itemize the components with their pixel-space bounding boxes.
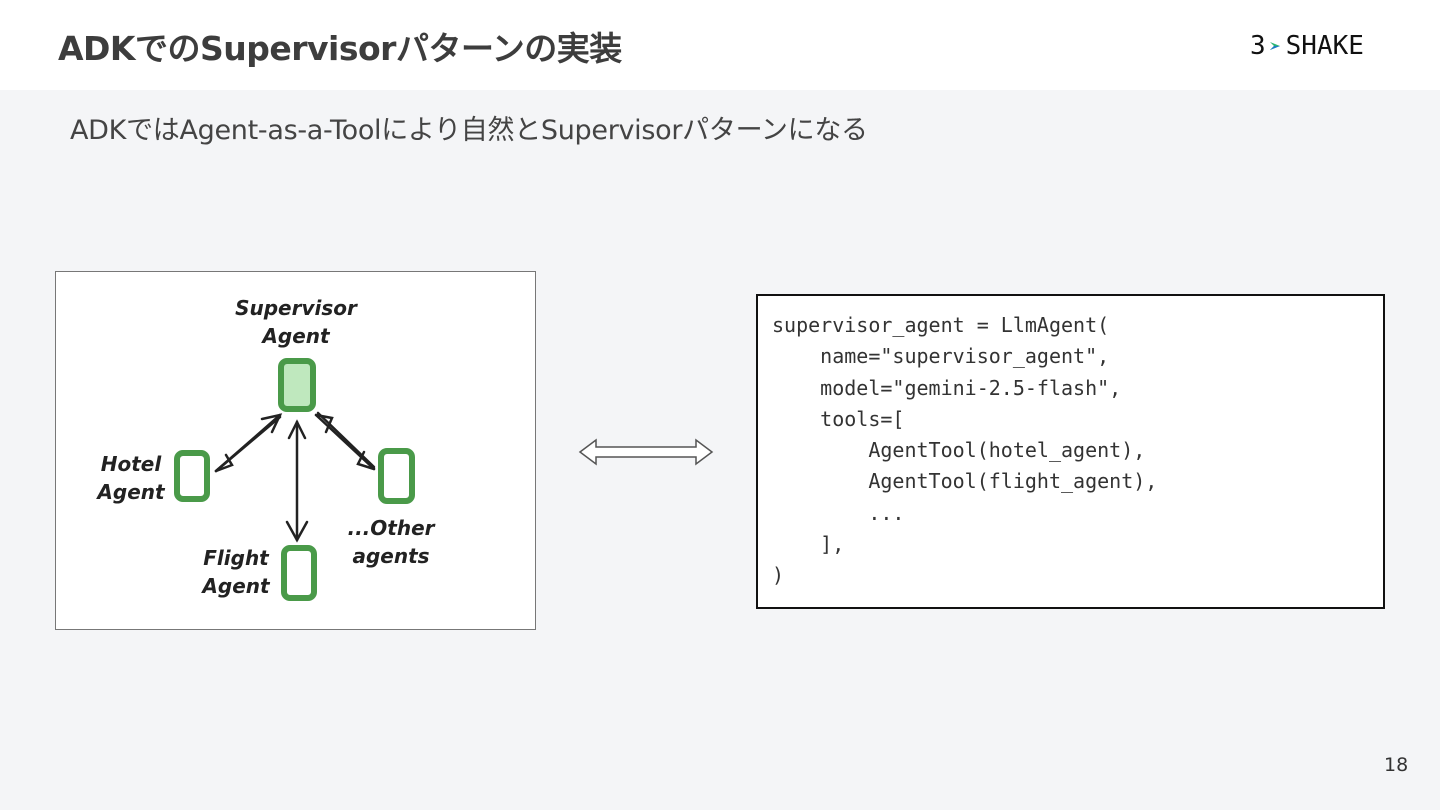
double-arrow — [578, 436, 718, 472]
code-line: AgentTool(flight_agent), — [772, 469, 1158, 494]
hotel-label: Hotel Agent — [97, 452, 165, 504]
supervisor-diagram: Supervisor Agent Hotel Agent Flight Agen… — [55, 271, 536, 630]
arrow-supervisor-flight — [285, 419, 309, 543]
code-line: ], — [772, 532, 845, 557]
supervisor-node — [278, 358, 316, 412]
hotel-node — [174, 450, 210, 502]
slide-title: ADKでのSupervisorパターンの実装 — [58, 29, 622, 68]
flight-label: Flight Agent — [202, 546, 270, 598]
code-line: supervisor_agent = LlmAgent( — [772, 313, 1110, 337]
logo-right-text: SHAKE — [1285, 31, 1364, 61]
diagram-graphics — [174, 358, 415, 601]
slide-header: ADKでのSupervisorパターンの実装 3 SHAKE — [0, 0, 1440, 90]
code-line: name="supervisor_agent", — [772, 344, 1110, 369]
page-number: 18 — [1384, 754, 1409, 776]
code-line: ) — [772, 563, 785, 588]
code-block: supervisor_agent = LlmAgent( name="super… — [756, 294, 1385, 609]
code-line: tools=[ — [772, 406, 905, 431]
flight-node — [281, 545, 317, 601]
company-logo: 3 SHAKE — [1250, 30, 1364, 62]
supervisor-label: Supervisor Agent — [235, 296, 357, 348]
slide-subtitle: ADKではAgent-as-a-Toolにより自然とSupervisorパターン… — [70, 115, 868, 146]
arrow-supervisor-hotel — [214, 413, 283, 473]
other-label: ...Other agents — [347, 516, 435, 568]
other-node — [378, 448, 415, 504]
logo-left-text: 3 — [1250, 31, 1266, 61]
code-line: model="gemini-2.5-flash", — [772, 375, 1122, 400]
logo-chevron-icon — [1269, 42, 1280, 50]
code-line: AgentTool(hotel_agent), — [772, 438, 1146, 463]
arrow-supervisor-other — [314, 411, 376, 471]
double-arrow-icon — [578, 438, 714, 466]
code-line: ... — [772, 500, 905, 525]
